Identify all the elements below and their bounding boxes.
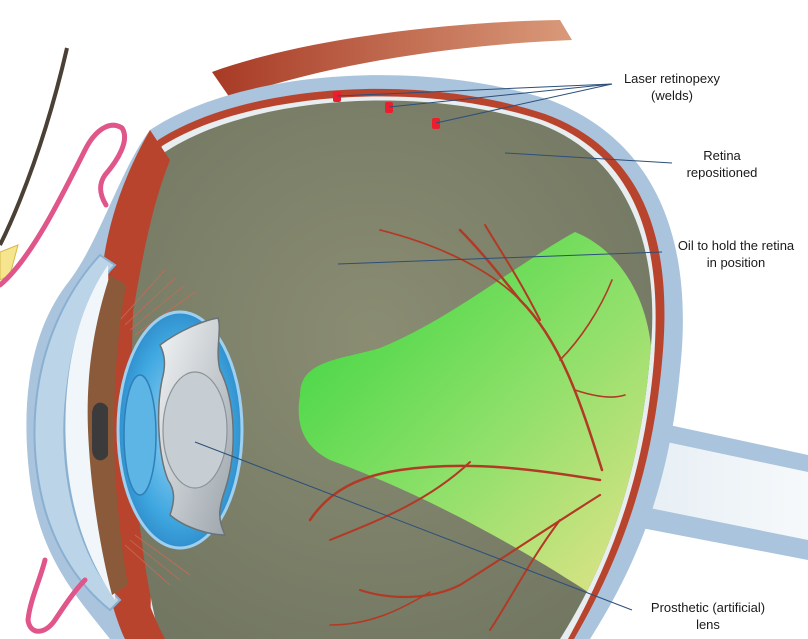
label-oil-sub: in position (707, 255, 766, 270)
label-oil: Oil to hold the retina (678, 238, 795, 253)
laser-weld (333, 91, 341, 102)
label-laser-retinopexy-sub: (welds) (651, 88, 693, 103)
label-laser-retinopexy: Laser retinopexy (624, 71, 721, 86)
prosthetic-lens-optic (163, 372, 227, 488)
label-retina: Retina (703, 148, 741, 163)
surgical-instrument (0, 48, 67, 245)
label-prosthetic-lens-sub: lens (696, 617, 720, 632)
lens-back (124, 375, 156, 495)
laser-weld (385, 102, 393, 113)
laser-weld (432, 118, 440, 129)
label-prosthetic-lens: Prosthetic (artificial) (651, 600, 765, 615)
label-retina-sub: repositioned (687, 165, 758, 180)
pupil (92, 403, 108, 461)
